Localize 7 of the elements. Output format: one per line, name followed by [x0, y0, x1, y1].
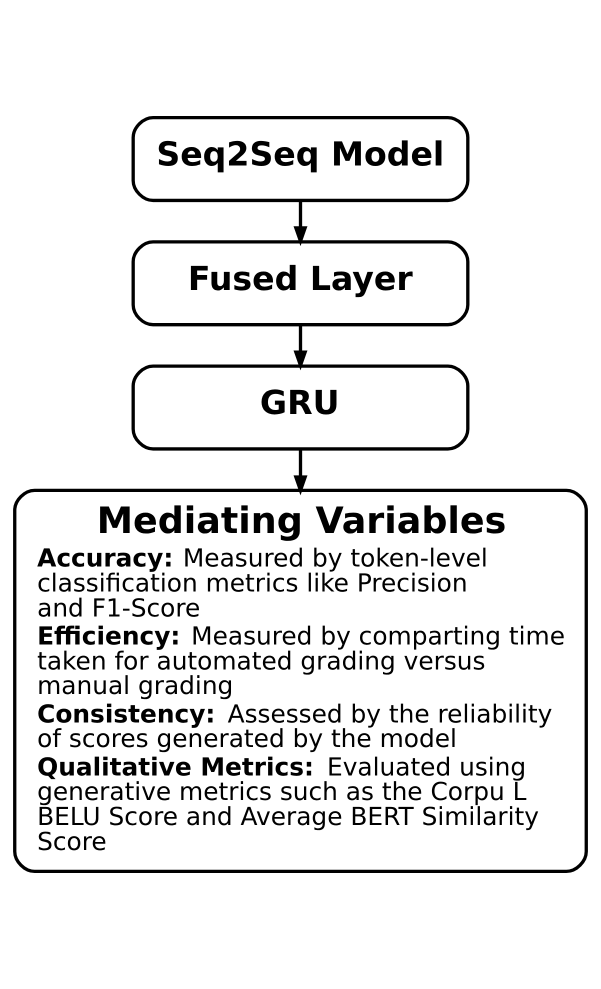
- node-box: Fused Layer: [132, 240, 470, 326]
- arrow: [294, 325, 308, 370]
- arrow: [294, 200, 308, 246]
- arrow: [294, 449, 308, 496]
- node-box: Mediating Variables Accuracy: Measured by token-level classification metrics like Precision and F1-Score Efficiency: Measured by comparting time taken for automated grading versus manual grading Consistency: Assessed by the reliability of scores generated by the model Qualitative Metrics: Evaluated using generative metrics such as the Corpu L BELU Score and Average BERT Similarity Score: [13, 488, 588, 874]
- node-box: GRU: [132, 364, 470, 451]
- node-box: Seq2Seq Model: [132, 116, 470, 202]
